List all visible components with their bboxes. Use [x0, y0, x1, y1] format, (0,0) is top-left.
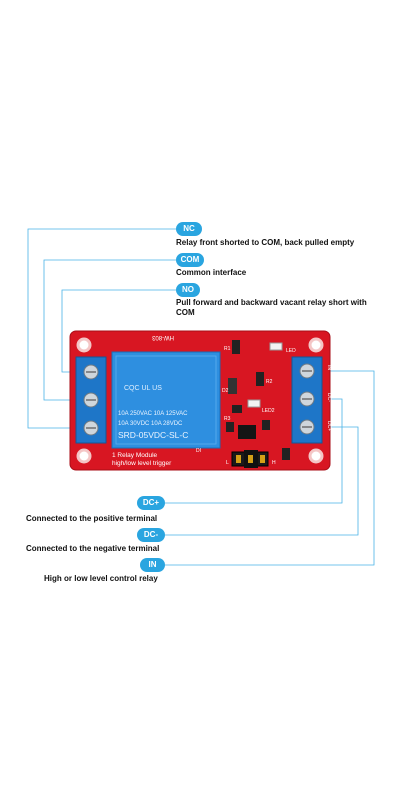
nc-description: Relay front shorted to COM, back pulled … [176, 238, 355, 247]
board-model: HW-803 [151, 334, 174, 340]
pin-label-in: IN [326, 365, 332, 370]
mount-hole-tr [308, 337, 324, 353]
dcplus-description: Connected to the positive terminal [26, 514, 158, 523]
pin-label-dcminus: DC- [326, 393, 332, 402]
mount-hole-tl [76, 337, 92, 353]
no-description: Pull forward and backward vacant relay s… [176, 298, 367, 317]
silk-line-1: 1 Relay Module [112, 452, 158, 459]
smd-2 [226, 422, 234, 432]
leader-dcplus [165, 398, 343, 504]
part-r2: R2 [266, 379, 273, 385]
leader-in [165, 370, 375, 566]
part-led2: LED2 [262, 408, 275, 414]
pcb-board: HW-803 CQC UL US 10A 250VAC 10A 125VAC 1… [69, 330, 332, 471]
smd-3 [282, 448, 290, 460]
relay-part-number: SRD-05VDC-SL-C [118, 430, 188, 440]
resistor-r2 [256, 372, 264, 386]
leader-dcminus [165, 426, 359, 536]
relay-rating-2: 10A 30VDC 10A 28VDC [118, 421, 183, 427]
part-d2: D2 [222, 388, 229, 394]
leader-nc [27, 228, 176, 429]
part-di: DI [196, 448, 201, 454]
dcminus-tag: DC- [137, 528, 165, 542]
led-power [269, 342, 283, 351]
relay-cert: CQC UL US [124, 385, 162, 392]
com-description: Common interface [176, 268, 247, 277]
components: R1 LED D2 R2 LED2 R3 DI [196, 340, 296, 460]
pin-label-dcplus: DC+ [326, 421, 332, 431]
led-trigger [247, 399, 261, 408]
jumper-label-l: L [226, 460, 229, 466]
com-tag: COM [176, 253, 204, 267]
dcplus-tag: DC+ [137, 496, 165, 510]
relay-rating-1: 10A 250VAC 10A 125VAC [118, 411, 188, 417]
in-description: High or low level control relay [44, 574, 158, 583]
resistor-r3 [232, 405, 242, 413]
relay-body: CQC UL US 10A 250VAC 10A 125VAC 10A 30VD… [111, 351, 221, 449]
smd-1 [262, 420, 270, 430]
trigger-jumper[interactable]: L H [226, 450, 276, 468]
nc-tag: NC [176, 222, 202, 236]
dcminus-description: Connected to the negative terminal [26, 544, 160, 553]
transistor [238, 425, 256, 439]
mount-hole-br [308, 448, 324, 464]
mount-hole-bl [76, 448, 92, 464]
part-r3: R3 [224, 416, 231, 422]
leader-lines [27, 228, 375, 566]
terminal-left [75, 356, 107, 444]
diode-d2 [228, 378, 237, 394]
leader-com [43, 259, 176, 401]
in-tag: IN [140, 558, 165, 572]
terminal-right: IN DC- DC+ [291, 356, 332, 444]
no-tag: NO [176, 283, 200, 297]
resistor-r1 [232, 340, 240, 354]
jumper-label-h: H [272, 460, 276, 466]
silk-line-2: high/low level trigger [112, 460, 172, 467]
part-r1: R1 [224, 346, 231, 352]
part-led: LED [286, 348, 296, 354]
